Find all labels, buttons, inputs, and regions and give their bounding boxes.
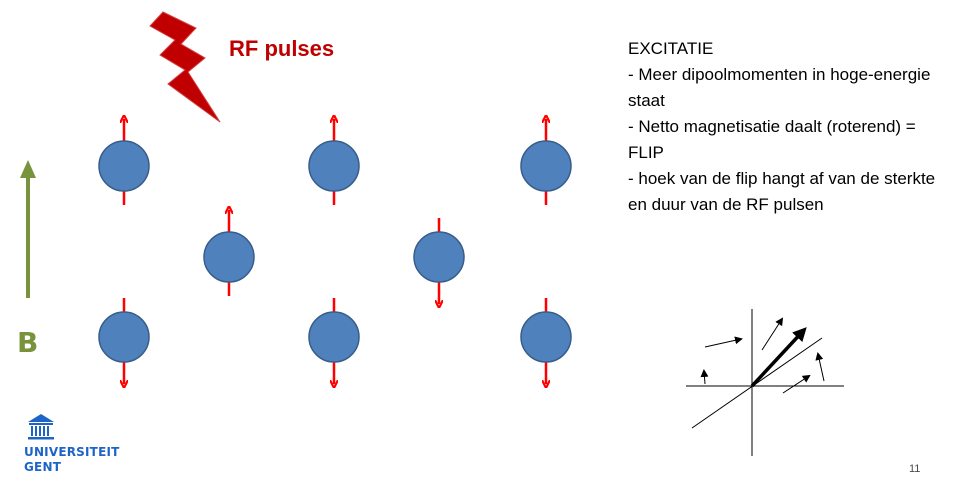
spin-circle [520, 311, 572, 363]
spin-vector [700, 369, 709, 385]
university-building-icon [28, 414, 54, 440]
spin-vector [704, 336, 743, 348]
spin-vector [782, 374, 811, 394]
university-logo: UNIVERSITEIT GENT [24, 412, 134, 482]
spin-circle [98, 140, 150, 192]
spin-down [308, 298, 360, 384]
spin-down [520, 298, 572, 384]
spin-up [520, 119, 572, 205]
logo-line-2: GENT [24, 460, 62, 474]
page-number: 11 [909, 463, 921, 475]
spin-circle [413, 231, 465, 283]
spin-up [203, 210, 255, 296]
lightning-bolt-icon [149, 11, 221, 123]
excitation-text-block: EXCITATIE - Meer dipoolmomenten in hoge-… [628, 36, 948, 218]
rf-pulses-label: RF pulses [229, 36, 335, 61]
spin-down [98, 298, 150, 384]
excitation-line: - hoek van de flip hangt af van de sterk… [628, 169, 936, 214]
spin-up [308, 119, 360, 205]
spin-circle [520, 140, 572, 192]
magnetic-field-arrow [20, 160, 36, 298]
excitation-title: EXCITATIE [628, 39, 714, 58]
spin-circle [98, 311, 150, 363]
logo-line-1: UNIVERSITEIT [24, 445, 120, 459]
spin-vector [761, 317, 784, 351]
spin-group [98, 119, 572, 384]
excitation-line: - Meer dipoolmomenten in hoge-energie st… [628, 65, 931, 110]
spin-down [413, 218, 465, 304]
spin-vector [815, 352, 825, 382]
field-label: B [17, 326, 39, 359]
spin-up [98, 119, 150, 205]
spin-circle [308, 140, 360, 192]
net-magnetization-vector [750, 327, 807, 388]
excitation-line: - Netto magnetisatie daalt (roterend) = … [628, 117, 916, 162]
flip-vector-diagram [686, 309, 844, 456]
spin-circle [203, 231, 255, 283]
spin-circle [308, 311, 360, 363]
